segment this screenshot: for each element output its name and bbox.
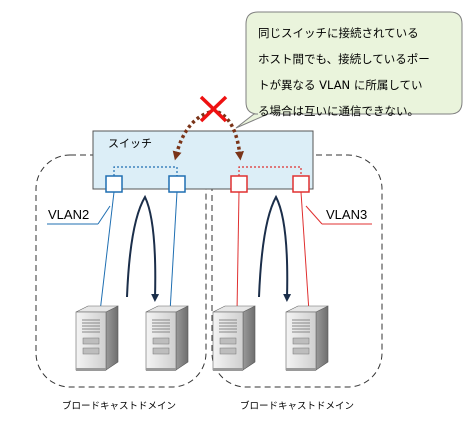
port-vlan3-1 — [230, 175, 248, 193]
cross-icon — [199, 95, 228, 123]
callout-line: 同じスイッチに接続されている — [258, 26, 419, 40]
vlan2-label-leader — [97, 205, 111, 225]
switch-label: スイッチ — [108, 137, 152, 150]
callout-line: ホスト間でも、接続しているポー — [258, 52, 430, 66]
broadcast-domain-label-left: ブロードキャストドメイン — [62, 401, 177, 412]
server-icon — [75, 305, 119, 371]
server-icon — [145, 305, 189, 371]
cable-vlan3-1 — [236, 191, 240, 313]
callout-line: トが異なる VLAN に所属してい — [258, 78, 423, 92]
callout-bubble — [235, 11, 463, 129]
server-icon — [212, 305, 256, 371]
vlan2-internal-link — [113, 166, 178, 176]
vlan2-label: VLAN2 — [48, 207, 90, 222]
server-icon — [285, 305, 329, 371]
blocked-arrow-left — [172, 110, 211, 161]
port-vlan2-1 — [105, 175, 123, 193]
switch-box — [92, 130, 314, 190]
cable-vlan2-2 — [169, 191, 178, 313]
port-vlan3-2 — [292, 175, 310, 193]
flow-arrow-vlan3 — [258, 194, 292, 302]
vlan3-internal-link — [238, 166, 302, 176]
vlan3-label-leader — [305, 205, 323, 225]
broadcast-domain-label-right: ブロードキャストドメイン — [240, 401, 355, 412]
cable-vlan2-1 — [99, 191, 115, 313]
cable-vlan3-2 — [300, 191, 310, 313]
vlan3-label: VLAN3 — [326, 207, 368, 222]
flow-arrow-vlan2 — [126, 194, 160, 302]
port-vlan2-2 — [168, 175, 186, 193]
callout-text: 同じスイッチに接続されている ホスト間でも、接続しているポー トが異なる VLA… — [258, 20, 458, 124]
callout-line: る場合は互いに通信できない。 — [258, 104, 419, 118]
